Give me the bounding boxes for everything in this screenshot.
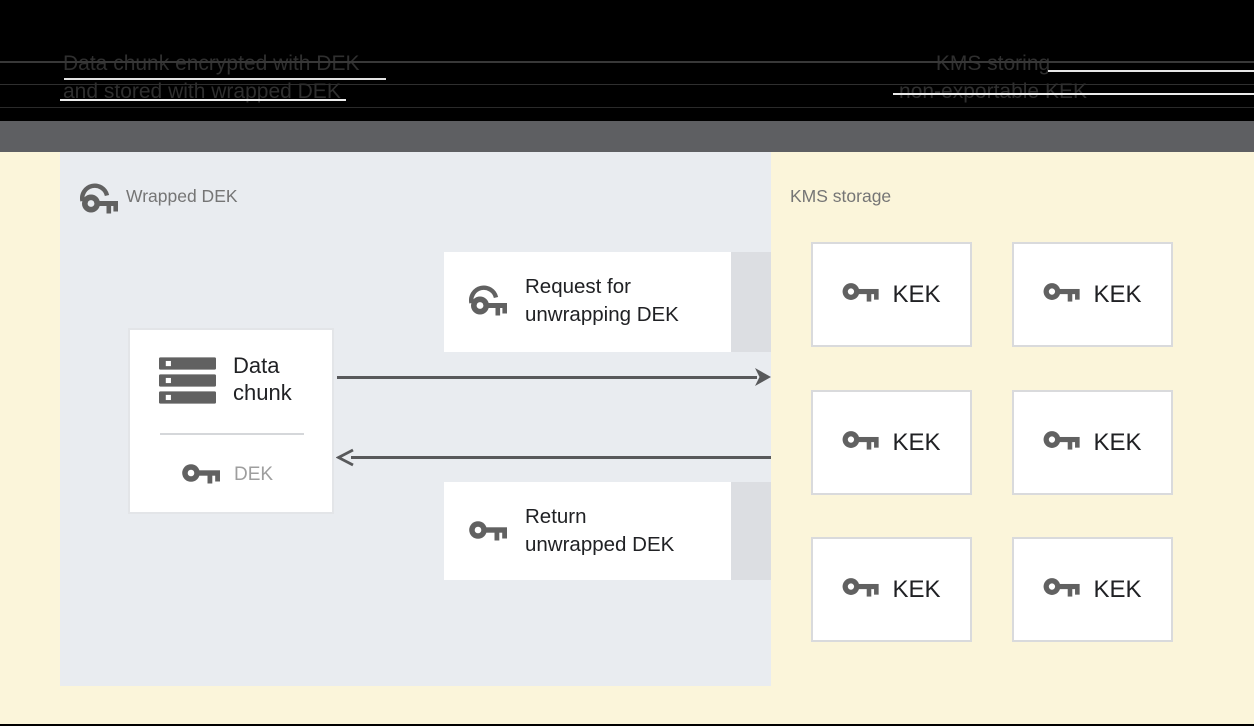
- return-box-line2: unwrapped DEK: [525, 533, 675, 556]
- right-caption: KMS storing non-exportable KEK: [893, 50, 1093, 106]
- return-arrowhead-icon: [335, 448, 354, 472]
- glitch-line: [64, 78, 386, 80]
- dek-label: DEK: [234, 464, 274, 485]
- left-caption-line1: Data chunk encrypted with DEK: [63, 52, 360, 75]
- kek-box: KEK: [811, 242, 972, 347]
- request-arrowhead-icon: [755, 368, 771, 391]
- key-icon: [842, 577, 880, 603]
- gray-band: [0, 121, 1254, 152]
- kek-box: KEK: [1012, 390, 1173, 495]
- key-icon: [1043, 282, 1081, 308]
- kek-label: KEK: [1093, 280, 1142, 308]
- data-chunk-label-line1: Data: [233, 353, 280, 378]
- data-chunk-label-line2: chunk: [233, 380, 292, 405]
- request-arrow-line: [337, 376, 757, 379]
- return-box-line1: Return: [525, 505, 587, 528]
- glitch-line: [0, 107, 1254, 108]
- kek-box: KEK: [1012, 537, 1173, 642]
- dek-key-icon: [182, 463, 220, 490]
- left-caption-line2: and stored with wrapped DEK: [63, 80, 341, 103]
- divider: [160, 433, 304, 435]
- key-icon: [842, 282, 880, 308]
- request-box-line2: unwrapping DEK: [525, 303, 679, 326]
- glitch-line: [60, 99, 346, 101]
- wrapped-key-icon: [80, 181, 118, 219]
- key-icon: [1043, 577, 1081, 603]
- kms-storage-label: KMS storage: [790, 186, 892, 206]
- right-caption-line1: KMS storing: [935, 52, 1051, 75]
- data-chunk-label: Data chunk: [233, 352, 292, 406]
- key-icon: [1043, 430, 1081, 456]
- caption-header: Data chunk encrypted with DEK and stored…: [0, 0, 1254, 121]
- glitch-line: [0, 84, 1254, 85]
- wrapped-dek-label: Wrapped DEK: [126, 186, 238, 206]
- request-box-line1: Request for: [525, 275, 631, 298]
- key-icon: [842, 430, 880, 456]
- key-icon: [469, 520, 507, 547]
- data-chunk-icon: [159, 357, 216, 409]
- return-box: Return unwrapped DEK: [444, 482, 731, 580]
- kek-box: KEK: [811, 390, 972, 495]
- left-caption: Data chunk encrypted with DEK and stored…: [63, 50, 423, 106]
- request-box-label: Request for unwrapping DEK: [525, 273, 679, 329]
- kek-label: KEK: [1093, 428, 1142, 456]
- request-box: Request for unwrapping DEK: [444, 252, 731, 352]
- request-box-tab: [731, 252, 771, 352]
- kek-label: KEK: [892, 575, 941, 603]
- wrapped-key-icon: [469, 283, 507, 321]
- kek-label: KEK: [892, 428, 941, 456]
- glitch-line: [893, 93, 1254, 95]
- kek-box: KEK: [811, 537, 972, 642]
- kek-label: KEK: [1093, 575, 1142, 603]
- bottom-edge-strip: [0, 724, 1254, 726]
- data-chunk-box: Data chunk DEK: [128, 328, 334, 514]
- kek-box: KEK: [1012, 242, 1173, 347]
- return-box-tab: [731, 482, 771, 580]
- glitch-line: [1048, 70, 1254, 72]
- kek-label: KEK: [892, 280, 941, 308]
- return-box-label: Return unwrapped DEK: [525, 503, 674, 559]
- glitch-line: [0, 61, 1254, 63]
- return-arrow-line: [351, 456, 771, 459]
- right-caption-line2: non-exportable KEK: [899, 80, 1087, 103]
